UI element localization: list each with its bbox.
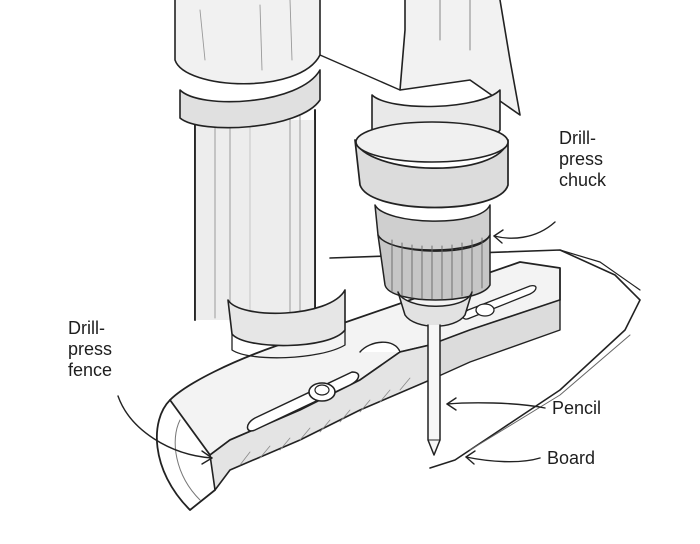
- pencil-leader-arrow: [446, 402, 546, 409]
- chuck-label-line-3: chuck: [559, 170, 607, 190]
- pencil-label: Pencil: [552, 398, 602, 418]
- drill-press-head: [319, 0, 521, 116]
- chuck-label-line-2: press: [559, 149, 604, 169]
- fence-label: Drill- press fence: [68, 318, 112, 381]
- board-label: Board: [547, 448, 596, 468]
- drill-press-chuck: [354, 89, 509, 456]
- fence-label-line-3: fence: [68, 360, 113, 380]
- fence-label-line-2: press: [68, 339, 113, 359]
- chuck-leader-arrow: [493, 221, 556, 239]
- chuck-label-line-1: Drill-: [559, 128, 596, 148]
- board: [329, 249, 641, 469]
- fence-leader-arrow: [117, 395, 213, 459]
- fence-label-line-1: Drill-: [68, 318, 105, 338]
- drill-press-column: [174, 0, 346, 359]
- chuck-label: Drill- press chuck: [559, 128, 606, 191]
- board-leader-arrow: [465, 456, 541, 463]
- leader-arrows: [117, 221, 556, 465]
